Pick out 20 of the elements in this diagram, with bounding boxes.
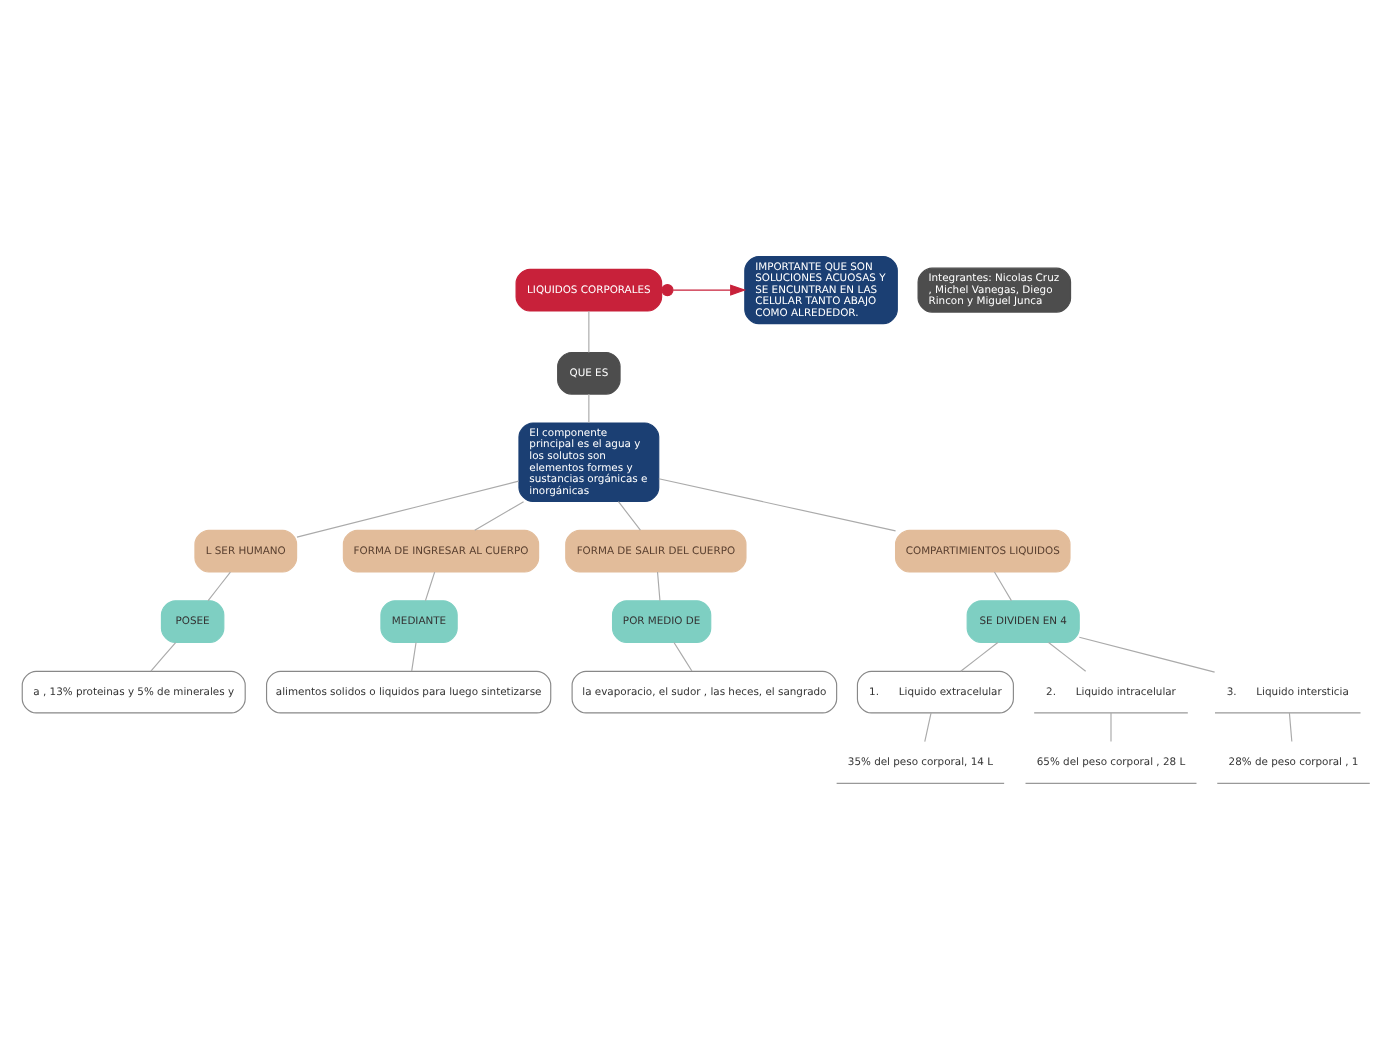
connector: [960, 641, 999, 672]
connector: [673, 641, 693, 672]
connector: [588, 310, 590, 353]
connector: [1110, 712, 1112, 743]
connector: [658, 478, 897, 532]
connector: [150, 641, 177, 672]
connector: [993, 571, 1012, 602]
connector: [1048, 641, 1087, 672]
arrow: [661, 284, 747, 297]
connector: [1288, 712, 1293, 743]
connector: [474, 501, 525, 531]
connector: [1078, 636, 1216, 673]
connector: [424, 571, 436, 602]
connector: [207, 571, 231, 602]
connector: [588, 393, 590, 424]
connector: [411, 641, 417, 672]
connector: [617, 501, 641, 531]
connector: [296, 480, 520, 538]
connector: [924, 712, 932, 743]
connector: [656, 571, 661, 602]
